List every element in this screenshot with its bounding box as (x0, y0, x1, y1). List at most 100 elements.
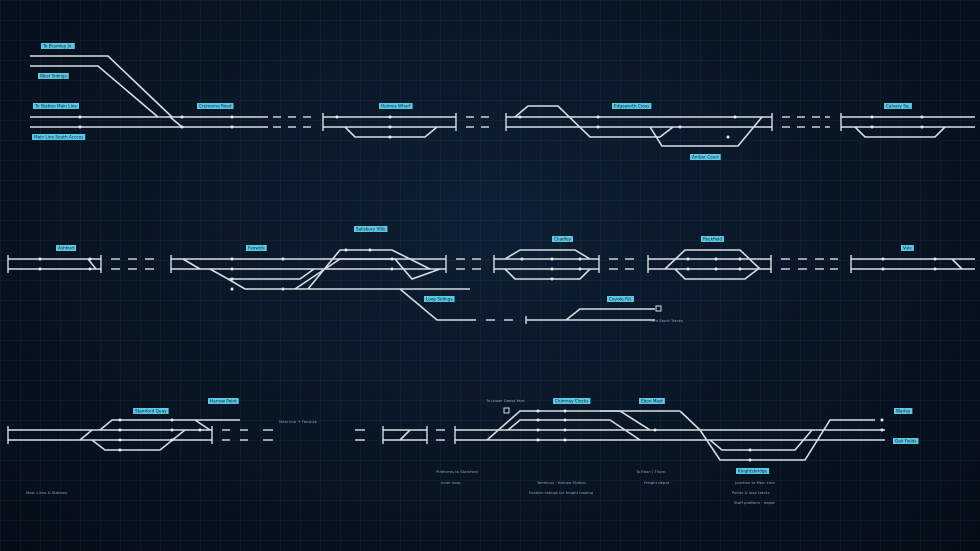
note-1: Platforms to Stamford (436, 469, 478, 474)
label-row2-s2[interactable]: Fenwick (246, 245, 267, 251)
signal-marker (748, 458, 752, 462)
svg-text:Chimney Clocks: Chimney Clocks (555, 399, 588, 404)
svg-text:Fenwick: Fenwick (248, 246, 265, 251)
signal-marker (180, 115, 184, 119)
signal-marker (78, 115, 82, 119)
footer-note: Map: Lines & Stations (26, 490, 67, 495)
signal-marker (596, 115, 600, 119)
label-row3-s3[interactable]: Chimney Clocks (553, 398, 591, 404)
signal-marker (390, 257, 394, 261)
signal-marker (230, 115, 234, 119)
label-row1-s1[interactable]: Cremorne Road (197, 103, 234, 109)
label-row3-s1[interactable]: Stamford Quay (133, 408, 169, 414)
label-row3-s5[interactable]: Warley (894, 408, 913, 414)
svg-text:Warley: Warley (896, 409, 911, 414)
signal-marker (880, 428, 884, 432)
label-row3-s4[interactable]: Ebon Mast (639, 398, 665, 404)
signal-marker (726, 135, 730, 139)
signal-marker (281, 257, 285, 261)
signal-marker (520, 257, 524, 261)
label-row2-exit-b[interactable]: Loop Sidings (424, 296, 455, 302)
feeder-line-2 (30, 65, 159, 118)
signal-marker (880, 418, 884, 422)
signal-marker (368, 248, 372, 252)
station-labels: To Bramley Jn. West Sidings To Station M… (32, 43, 919, 474)
label-row2-s3[interactable]: Salisbury Ville (354, 226, 388, 232)
label-row2-s7[interactable]: Vale (901, 245, 914, 251)
signal-marker (733, 115, 737, 119)
block3-loop-a (514, 105, 674, 138)
row1-crossover (169, 116, 183, 128)
signal-marker (118, 448, 122, 452)
label-row1-s2[interactable]: Holmes Wharf (379, 103, 413, 109)
svg-text:Main Line South Access: Main Line South Access (34, 135, 83, 140)
label-row2-s5[interactable]: Coyote Rd. (607, 296, 634, 302)
end-label: Yard Stock Tracks (650, 318, 683, 323)
note-7: Junction to Main Line (734, 480, 775, 485)
signal-marker (281, 287, 285, 291)
label-branch-b[interactable]: West Sidings (38, 73, 69, 79)
signal-marker (344, 248, 348, 252)
signal-marker (738, 257, 742, 261)
label-row1-s3[interactable]: Edgeworth Cross (612, 103, 652, 109)
signal-marker (230, 125, 234, 129)
note-6: Freight depot (644, 480, 670, 485)
label-branch-d[interactable]: Main Line South Access (32, 134, 86, 140)
svg-text:Salisbury Ville: Salisbury Ville (356, 227, 386, 232)
signal-marker (88, 267, 92, 271)
label-row2-s4[interactable]: Chadley (552, 236, 574, 242)
signal-marker (78, 125, 82, 129)
signal-marker (686, 267, 690, 271)
signal-marker (118, 438, 122, 442)
signal-marker (230, 257, 234, 261)
label-row3-s2[interactable]: Harrow Point (208, 398, 239, 404)
label-row1-s4[interactable]: Amber Court (690, 154, 721, 160)
svg-text:Chadley: Chadley (554, 237, 572, 242)
svg-text:Holmes Wharf: Holmes Wharf (381, 104, 411, 109)
label-row2-s6[interactable]: Rockfield (701, 236, 725, 242)
label-row3-s7[interactable]: Knightsbridge (736, 468, 770, 474)
signal-marker (578, 267, 582, 271)
signal-marker (38, 267, 42, 271)
note-2: Inner loop (441, 480, 461, 485)
svg-text:Harrow Point: Harrow Point (210, 399, 237, 404)
signal-marker (118, 428, 122, 432)
signal-marker (198, 428, 202, 432)
signal-marker (536, 428, 540, 432)
signal-marker (388, 135, 392, 139)
label-row2-s1[interactable]: Ashford (56, 245, 77, 251)
label-branch-c[interactable]: To Station Main Line (33, 103, 80, 109)
signal-marker (563, 418, 567, 422)
label-row1-s5[interactable]: Calvary Sq. (884, 103, 912, 109)
signal-marker (390, 267, 394, 271)
svg-text:Loop Sidings: Loop Sidings (426, 297, 453, 302)
svg-text:To Bramley Jn.: To Bramley Jn. (42, 44, 73, 49)
row2-tracks (7, 249, 975, 324)
signal-marker (678, 125, 682, 129)
svg-text:Amber Court: Amber Court (692, 155, 719, 160)
signal-marker (714, 257, 718, 261)
signal-marker (714, 267, 718, 271)
row1-tracks (30, 55, 975, 147)
svg-text:Calvary Sq.: Calvary Sq. (886, 104, 910, 109)
svg-text:To Station Main Line: To Station Main Line (34, 104, 77, 109)
block2-loop (344, 126, 438, 138)
svg-text:Cremorne Road: Cremorne Road (199, 104, 232, 109)
label-branch-a[interactable]: To Bramley Jn. (41, 43, 75, 49)
label-row3-s6[interactable]: Oak Fields (893, 438, 919, 444)
block3-mains (506, 116, 772, 128)
signal-marker (230, 287, 234, 291)
signal-marker (550, 267, 554, 271)
arrow-note: Main line → Fenwick (279, 419, 318, 424)
block4-loop (854, 126, 946, 138)
block3-loop-b (649, 116, 763, 147)
signal-marker (870, 125, 874, 129)
signal-marker (230, 277, 234, 281)
svg-text:Vale: Vale (903, 246, 912, 251)
signal-marker (88, 257, 92, 261)
signal-marker (881, 267, 885, 271)
signal-marker (881, 257, 885, 261)
signal-marker (38, 257, 42, 261)
